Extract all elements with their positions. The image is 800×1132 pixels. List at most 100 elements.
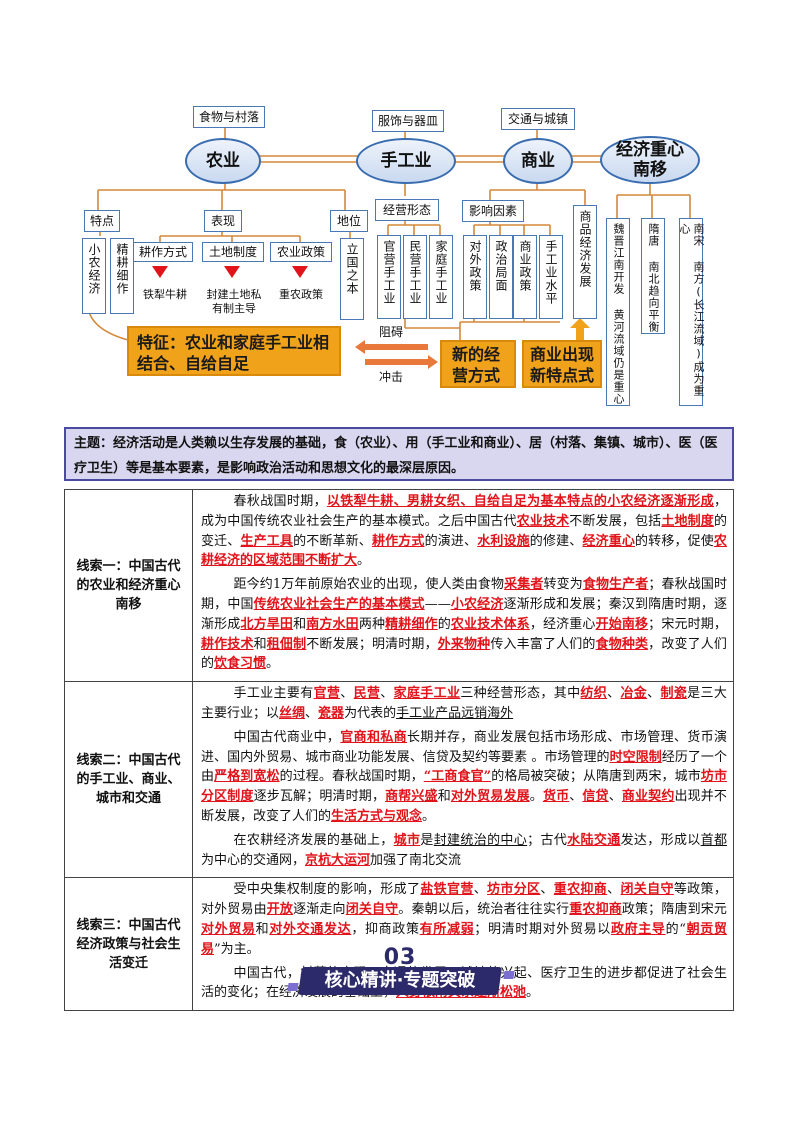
clue-label: 线索三：中国古代经济政策与社会生活变迁	[64, 877, 193, 1012]
agri-status-title: 地位	[330, 210, 368, 232]
text-run: 发达，形成以	[620, 832, 701, 848]
key-term: 纺织	[580, 686, 608, 702]
text-run: 转变为	[543, 577, 583, 593]
text-run: ——	[424, 596, 451, 612]
text-run: 的不断革新、	[293, 533, 372, 549]
text-run: 和	[437, 789, 451, 805]
text-run: 的	[437, 616, 451, 632]
key-term: 冶金	[620, 686, 648, 702]
text-run: 首都	[700, 832, 727, 848]
text-run: 在农耕经济发展的基础上，	[233, 832, 394, 848]
clue-paragraph: 中国古代商业中，官商和私商长期并存，商业发展包括市场形成、市场管理、货币演进、国…	[201, 728, 727, 827]
agri-feature-small-farm: 小农经济	[82, 238, 106, 314]
key-term: 政府主导	[610, 921, 666, 937]
text-run: 的过程。春秋战国时期，	[279, 769, 424, 785]
text-run: 逐渐形成和发展；秦汉到隋唐时期，逐渐形成	[201, 596, 727, 632]
text-run: 、	[340, 686, 354, 702]
banner-accent-left	[287, 983, 299, 991]
key-term: 采集者	[504, 577, 544, 593]
text-run: 手工业主要有	[233, 686, 314, 702]
handicraft-forms-title: 经营形态	[375, 199, 439, 221]
south-period-nansong: 南宋 南方(长江流域)成为重心	[678, 218, 705, 406]
text-run: 经历了一个由	[201, 749, 727, 785]
key-term: 民营	[353, 686, 381, 702]
key-term: 农业技术	[516, 513, 570, 529]
text-run: ；明清时期对外贸易以	[474, 921, 611, 937]
key-term: 坊市分区	[487, 882, 541, 898]
text-run: 和	[253, 636, 267, 652]
text-run: ，抑商政策	[351, 921, 420, 937]
text-run: 三种经营形态，其中	[460, 686, 581, 702]
table-row: 线索二：中国古代的手工业、商业、城市和交通 手工业主要有官营、民营、家庭手工业三…	[64, 681, 734, 879]
table-row: 线索一：中国古代的农业和经济重心南移 春秋战国时期，以铁犁牛耕、男耕女织、自给自…	[64, 488, 734, 683]
text-run: 等政策，对外贸易由	[201, 882, 727, 918]
clue-paragraph: 受中央集权制度的影响，形成了盐铁官营、坊市分区、重农抑商、闭关自守等政策，对外贸…	[201, 880, 727, 959]
key-term: 信贷	[582, 789, 609, 805]
agri-expr-land-system: 土地制度	[202, 242, 264, 262]
key-term: 耕作方式	[371, 533, 425, 549]
agri-expr-farming-method: 耕作方式	[133, 242, 193, 262]
key-term: 朝贡贸易	[201, 921, 727, 957]
text-run: 。	[266, 656, 280, 672]
text-run: 。	[526, 985, 540, 1001]
text-run: 的转移，促使	[635, 533, 714, 549]
banner-accent-right	[503, 971, 515, 979]
key-term: 耕作技术	[201, 636, 254, 652]
agri-expression-title: 表现	[204, 210, 242, 232]
key-term: 开始南移	[595, 616, 649, 632]
key-term: 精耕细作	[385, 616, 438, 632]
knowledge-diagram: 食物与村落 服饰与器皿 交通与城镇 农业 手工业 商业 经济重心南移 特点 小农…	[0, 0, 800, 420]
key-term: 城市	[393, 832, 421, 848]
key-term: 生产工具	[240, 533, 294, 549]
key-term: 京杭大运河	[305, 852, 371, 868]
clue-paragraph: 手工业主要有官营、民营、家庭手工业三种经营形态，其中纺织、冶金、制瓷是三大主要行…	[201, 684, 727, 724]
text-run: 不断发展，包括	[569, 513, 662, 529]
text-run: ，改变了人们的	[201, 636, 727, 672]
theme-box: 主题：经济活动是人类赖以生存发展的基础，食（农业）、用（手工业和商业）、居（村落…	[64, 427, 734, 481]
clue-body: 手工业主要有官营、民营、家庭手工业三种经营形态，其中纺织、冶金、制瓷是三大主要行…	[192, 681, 734, 879]
key-term: 农业技术体系	[450, 616, 530, 632]
new-mode-box: 新的经营方式	[440, 340, 516, 388]
key-term: 闭关自守	[345, 902, 399, 918]
key-term: 以铁犁牛耕、男耕女织、自给自足为基本特点的小农经济逐渐形成	[326, 494, 714, 509]
text-run: ，成为中国传统农业社会生产的基本模式。之后中国古代	[201, 494, 727, 529]
south-period-suitang: 隋唐 南北趋向平衡	[641, 218, 665, 334]
commerce-factors-title: 影响因素	[462, 200, 524, 222]
text-run: 、	[473, 882, 488, 898]
key-term: 坊市分区制度	[201, 769, 727, 805]
theme-text: 主题：经济活动是人类赖以生存发展的基础，食（农业）、用（手工业和商业）、居（村落…	[74, 436, 718, 476]
agri-features-title: 特点	[84, 210, 120, 232]
clue-body: 春秋战国时期，以铁犁牛耕、男耕女织、自给自足为基本特点的小农经济逐渐形成，成为中…	[192, 488, 734, 683]
text-run: 。秦朝以后，统治者往往实行	[398, 902, 570, 918]
text-run: 、	[607, 882, 621, 898]
clue-paragraph: 距今约1万年前原始农业的出现，使人类由食物采集者转变为食物生产者；春秋战国时期，…	[201, 575, 727, 674]
text-run: 的修建、	[529, 533, 583, 549]
text-run: 封建统治的中心	[433, 832, 528, 848]
text-run: 、	[540, 882, 554, 898]
key-term: 严格到宽松	[214, 769, 280, 785]
arrow-label-impact: 冲击	[378, 370, 403, 384]
top-label-food: 食物与村落	[193, 106, 265, 128]
text-run: 、	[305, 705, 319, 721]
text-run: 的变迁、	[201, 513, 727, 549]
text-run: 为代表的	[344, 705, 397, 721]
key-term: 外来物种	[437, 636, 491, 652]
key-term: 水陆交通	[567, 832, 621, 848]
commerce-factor-policy: 商业政策	[513, 235, 537, 319]
agri-expr-private-land: 封建土地私有制主导	[206, 288, 262, 315]
key-term: 商业契约	[621, 789, 675, 805]
key-term: 农耕经济的区域范围不断扩大	[201, 533, 727, 569]
text-run: 手工业产品远销海外	[396, 705, 514, 721]
key-term: 开放	[266, 902, 294, 918]
text-run: 、	[569, 789, 583, 805]
node-handicraft: 手工业	[356, 138, 456, 184]
text-run: 的格局被突破；从隋唐到两宋，城市	[491, 769, 701, 785]
text-run: 。	[422, 808, 436, 824]
text-run: 长期并存，商业发展包括市场形成、市场管理、货币演进、国内外贸易、城市商业功能发展…	[201, 729, 727, 765]
text-run: 加强了南北交流	[370, 852, 462, 868]
banner-number: 03	[383, 945, 417, 970]
key-term: 有所减弱	[419, 921, 475, 937]
key-term: 官商和私商	[340, 729, 408, 745]
text-run: 距今约1万年前原始农业的出现，使人类由食物	[233, 577, 505, 593]
node-agriculture: 农业	[185, 138, 261, 184]
